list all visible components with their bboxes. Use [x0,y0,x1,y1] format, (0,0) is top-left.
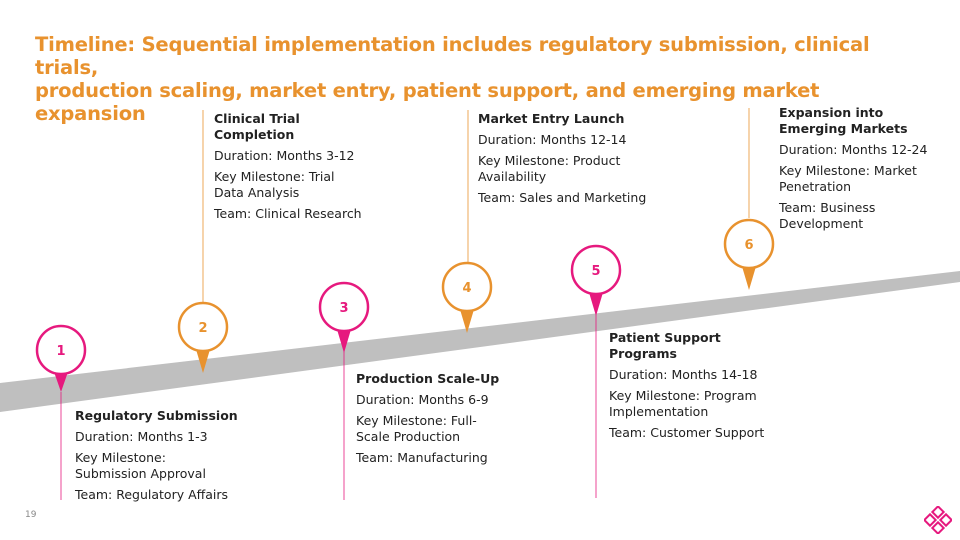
timeline-road [0,271,960,412]
milestone-duration: Duration: Months 14-18 [609,367,758,382]
milestone-team-line-1: Team: Business [779,200,876,215]
milestone-title: Regulatory Submission [75,408,238,423]
milestone-key-line-2: Scale Production [356,429,461,444]
milestone-title-line-2: Completion [214,127,295,142]
milestone-team: Team: Manufacturing [356,450,488,465]
milestone-pin-2 [177,301,229,373]
milestone-key-line-1: Key Milestone: Product [478,153,621,168]
milestone-team: Team: Customer Support [609,425,765,440]
milestone-key-line-1: Key Milestone: Program [609,388,757,403]
milestone-title-line-1: Expansion into [779,105,884,120]
milestone-key-line-1: Key Milestone: Trial [214,169,335,184]
milestone-key: Key Milestone: Trial Data Analysis [214,169,404,201]
milestone-pin-6 [723,218,775,290]
milestone-card-4: Market Entry Launch Duration: Months 12-… [478,111,688,211]
milestone-key-line-2: Data Analysis [214,185,300,200]
pin-number-1: 1 [56,344,65,359]
milestone-key-line-2: Penetration [779,179,852,194]
milestone-key-line-1: Key Milestone: Market [779,163,917,178]
milestone-duration: Duration: Months 6-9 [356,392,489,407]
pin-number-6: 6 [744,238,753,253]
pin-number-4: 4 [462,281,471,296]
milestone-key: Key Milestone: Program Implementation [609,388,819,420]
slide-title: Timeline: Sequential implementation incl… [35,33,935,125]
milestone-team-line-2: Development [779,216,864,231]
pin-number-3: 3 [339,301,348,316]
milestone-duration: Duration: Months 12-24 [779,142,928,157]
milestone-duration: Duration: Months 1-3 [75,429,208,444]
milestone-card-3: Production Scale-Up Duration: Months 6-9… [356,371,556,471]
milestone-title: Expansion into Emerging Markets [779,105,949,137]
milestone-team: Team: Business Development [779,200,949,232]
milestone-key-line-1: Key Milestone: Full- [356,413,477,428]
milestone-title: Clinical Trial Completion [214,111,404,143]
milestone-title-line-2: Emerging Markets [779,121,908,136]
page-number: 19 [25,510,37,520]
milestone-pin-5 [570,244,622,316]
milestone-key: Key Milestone: Market Penetration [779,163,949,195]
milestone-key-line-2: Availability [478,169,547,184]
milestone-card-2: Clinical Trial Completion Duration: Mont… [214,111,404,227]
milestone-key: Key Milestone: Submission Approval [75,450,275,482]
milestone-title: Production Scale-Up [356,371,500,386]
milestone-title-line-1: Patient Support [609,330,721,345]
milestone-duration: Duration: Months 12-14 [478,132,627,147]
pin-number-2: 2 [198,321,207,336]
milestone-key-line-2: Submission Approval [75,466,206,481]
milestone-title-line-2: Programs [609,346,677,361]
milestone-card-5: Patient Support Programs Duration: Month… [609,330,819,446]
milestone-team: Team: Sales and Marketing [478,190,647,205]
pin-number-5: 5 [591,264,600,279]
milestone-title: Patient Support Programs [609,330,819,362]
brand-logo-icon [924,506,952,534]
milestone-pin-3 [318,281,370,353]
slide-title-line-2: production scaling, market entry, patien… [35,79,820,125]
milestone-duration: Duration: Months 3-12 [214,148,355,163]
milestone-title: Market Entry Launch [478,111,625,126]
milestone-pin-4 [441,261,493,333]
milestone-team: Team: Clinical Research [214,206,362,221]
milestone-team: Team: Regulatory Affairs [75,487,229,502]
milestone-card-1: Regulatory Submission Duration: Months 1… [75,408,275,508]
milestone-key-line-1: Key Milestone: [75,450,166,465]
milestone-key: Key Milestone: Full- Scale Production [356,413,556,445]
slide-title-line-1: Timeline: Sequential implementation incl… [35,33,870,79]
milestone-card-6: Expansion into Emerging Markets Duration… [779,105,949,237]
milestone-key: Key Milestone: Product Availability [478,153,688,185]
milestone-key-line-2: Implementation [609,404,709,419]
milestone-title-line-1: Clinical Trial [214,111,300,126]
milestone-pin-1 [35,324,87,392]
